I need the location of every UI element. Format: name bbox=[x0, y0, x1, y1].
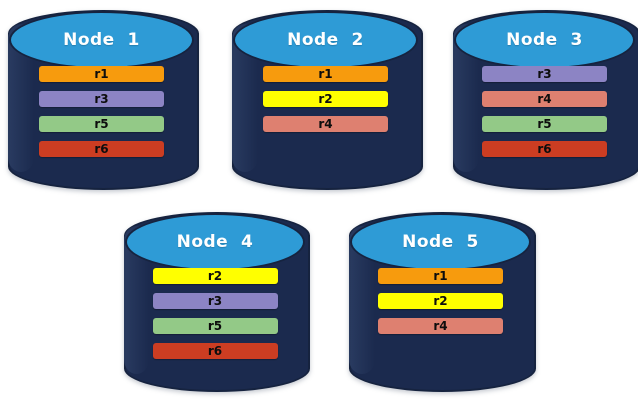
node-title: Node 2 bbox=[287, 30, 364, 50]
shard-bar[interactable]: r2 bbox=[378, 293, 503, 309]
cylinder-top-ellipse: Node 3 bbox=[454, 11, 635, 69]
shard-bar[interactable]: r3 bbox=[152, 293, 278, 309]
node-title: Node 4 bbox=[176, 232, 254, 252]
node-title: Node 1 bbox=[63, 30, 140, 50]
database-node-4[interactable]: Node 4 r2 r3 r5 r6 bbox=[124, 212, 310, 392]
shard-bar[interactable]: r3 bbox=[482, 66, 607, 82]
shard-bar[interactable]: r2 bbox=[152, 268, 278, 284]
shard-bar[interactable]: r4 bbox=[482, 91, 607, 107]
shard-bar[interactable]: r5 bbox=[39, 116, 164, 132]
shard-list: r3 r4 r5 r6 bbox=[453, 66, 636, 157]
cylinder-top-ellipse: Node 2 bbox=[233, 11, 418, 69]
shard-bar[interactable]: r2 bbox=[263, 91, 388, 107]
shard-list: r1 r2 r4 bbox=[232, 66, 419, 132]
cylinder-top-ellipse: Node 1 bbox=[9, 11, 194, 69]
shard-bar[interactable]: r3 bbox=[39, 91, 164, 107]
shard-list: r1 r3 r5 r6 bbox=[8, 66, 195, 157]
database-node-3[interactable]: Node 3 r3 r4 r5 r6 bbox=[453, 10, 638, 190]
shard-bar[interactable]: r1 bbox=[39, 66, 164, 82]
shard-bar[interactable]: r5 bbox=[482, 116, 607, 132]
cylinder-top-ellipse: Node 5 bbox=[350, 213, 531, 271]
database-node-1[interactable]: Node 1 r1 r3 r5 r6 bbox=[8, 10, 199, 190]
shard-bar[interactable]: r1 bbox=[378, 268, 503, 284]
shard-list: r2 r3 r5 r6 bbox=[124, 268, 306, 359]
shard-bar[interactable]: r5 bbox=[152, 318, 278, 334]
shard-bar[interactable]: r4 bbox=[378, 318, 503, 334]
database-node-2[interactable]: Node 2 r1 r2 r4 bbox=[232, 10, 423, 190]
shard-bar[interactable]: r1 bbox=[263, 66, 388, 82]
node-title: Node 3 bbox=[506, 30, 583, 50]
cylinder-top-ellipse: Node 4 bbox=[125, 213, 305, 271]
shard-bar[interactable]: r4 bbox=[263, 116, 388, 132]
shard-bar[interactable]: r6 bbox=[39, 141, 164, 157]
database-node-5[interactable]: Node 5 r1 r2 r4 bbox=[349, 212, 536, 392]
shard-bar[interactable]: r6 bbox=[482, 141, 607, 157]
shard-bar[interactable]: r6 bbox=[152, 343, 278, 359]
shard-list: r1 r2 r4 bbox=[349, 268, 532, 334]
node-title: Node 5 bbox=[402, 232, 479, 252]
